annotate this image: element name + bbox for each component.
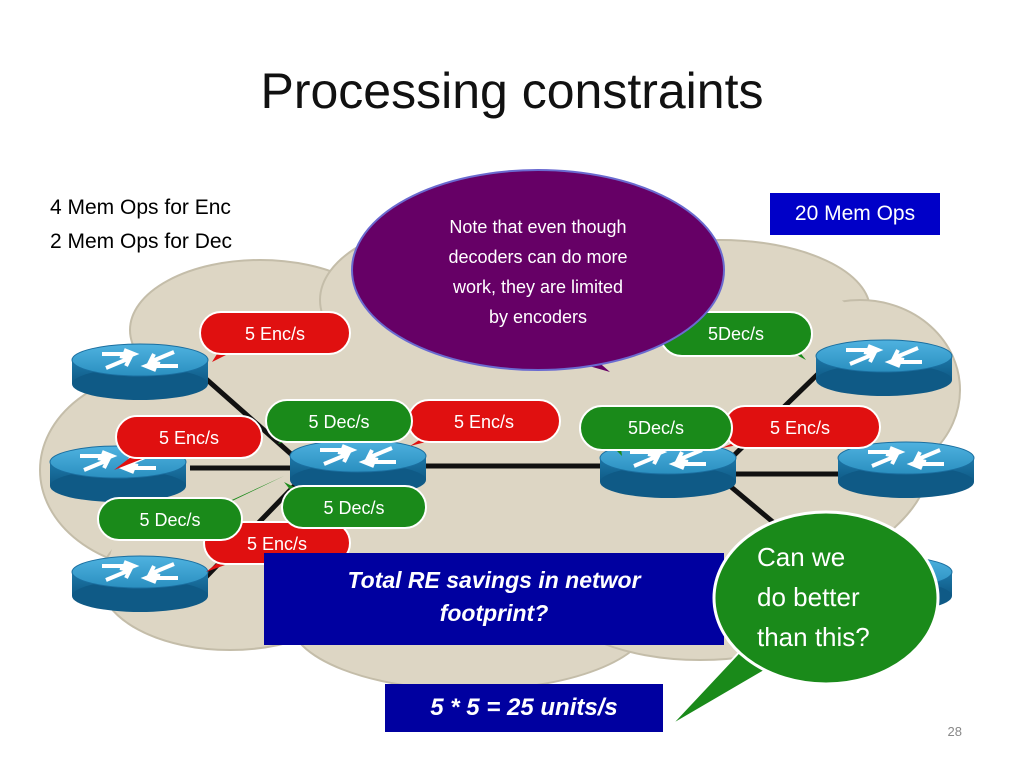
enc-cost-label: 4 Mem Ops for Enc	[50, 196, 231, 219]
enc-bubble-left-mid: 5 Enc/s	[114, 415, 263, 470]
result-box: 5 * 5 = 25 units/s	[385, 684, 663, 732]
dec-bubble-right-top: 5Dec/s	[659, 311, 813, 360]
router-right-mid	[836, 440, 976, 500]
dec-rate-label: 5 Dec/s	[308, 412, 369, 432]
enc-rate-label: 5 Enc/s	[454, 412, 514, 432]
dec-rate-label: 5 Dec/s	[139, 510, 200, 530]
enc-rate-label: 5 Enc/s	[159, 428, 219, 448]
router-left-bottom	[70, 554, 210, 614]
enc-bubble-right: 5 Enc/s	[722, 405, 881, 449]
enc-bubble-left-top: 5 Enc/s	[199, 311, 351, 362]
banner-line-2: footprint?	[439, 600, 549, 626]
note-line-4: by encoders	[489, 307, 587, 327]
note-line-3: work, they are limited	[452, 277, 623, 297]
enc-bubble-center: 5 Enc/s	[407, 399, 561, 446]
note-line-2: decoders can do more	[448, 247, 627, 267]
enc-rate-label: 5 Enc/s	[770, 418, 830, 438]
dec-bubble-center-right: 5Dec/s	[579, 405, 733, 456]
dec-rate-label: 5Dec/s	[628, 418, 684, 438]
slide-number: 28	[947, 724, 962, 739]
dec-rate-label: 5Dec/s	[708, 324, 764, 344]
enc-rate-label: 5 Enc/s	[247, 534, 307, 554]
dec-bubble-center-bottom: 5 Dec/s	[281, 482, 427, 529]
dec-bubble-center-top: 5 Dec/s	[265, 399, 413, 444]
note-line-1: Note that even though	[449, 217, 626, 237]
banner-line-1: Total RE savings in networ	[347, 567, 641, 593]
note-bubble: Note that even though decoders can do mo…	[351, 169, 725, 372]
slide-title: Processing constraints	[260, 63, 764, 119]
dec-bubble-left: 5 Dec/s	[97, 476, 284, 541]
dec-cost-label: 2 Mem Ops for Dec	[50, 230, 233, 253]
savings-banner: Total RE savings in networ footprint?	[264, 553, 724, 645]
router-left-top	[70, 342, 210, 402]
router-right-top	[814, 338, 954, 398]
dec-rate-label: 5 Dec/s	[323, 498, 384, 518]
capacity-box: 20 Mem Ops	[770, 193, 940, 235]
enc-rate-label: 5 Enc/s	[245, 324, 305, 344]
router-right-bottom	[814, 554, 954, 614]
